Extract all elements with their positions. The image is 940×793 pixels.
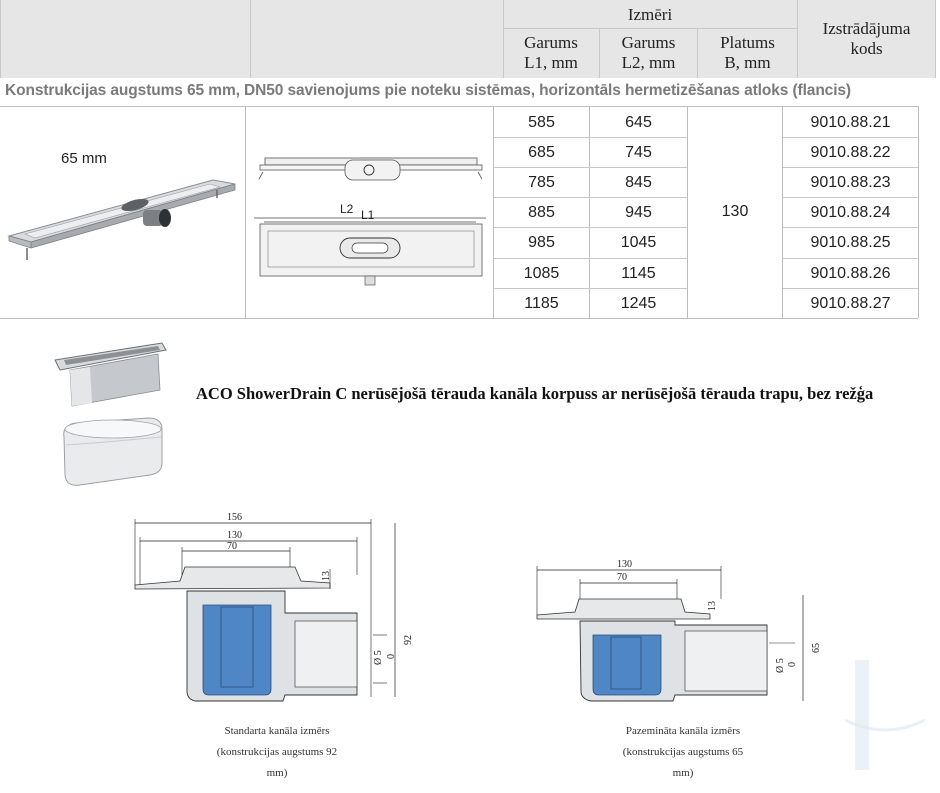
channel-drawing: L2 L1 <box>254 157 486 286</box>
cell-l2: 745 <box>625 144 652 162</box>
cell-l2: 1245 <box>620 294 657 312</box>
dim-13: 13 <box>707 601 718 611</box>
trap-title: ACO ShowerDrain C nerūsējošā tērauda kan… <box>196 384 874 403</box>
dim-70: 70 <box>227 541 237 552</box>
label-l1: L1 <box>361 208 375 222</box>
cell-l1: 785 <box>528 174 555 192</box>
cell-l1: 985 <box>528 234 555 252</box>
cell-code: 9010.88.23 <box>810 174 891 192</box>
cell-code: 9010.88.27 <box>810 294 891 312</box>
caption-standard: Standarta kanāla izmērs (konstrukcijas a… <box>216 725 338 779</box>
channel-drain-image <box>7 179 236 260</box>
dim-130: 130 <box>617 559 632 570</box>
cell-code: 9010.88.24 <box>810 204 891 222</box>
dim-zero: 0 <box>787 662 798 667</box>
cell-code: 9010.88.25 <box>810 234 891 252</box>
cell-l1: 685 <box>528 144 555 162</box>
cell-l2: 945 <box>625 204 652 222</box>
dim-92: 92 <box>403 635 414 645</box>
table-header <box>0 0 935 78</box>
cell-l1: 585 <box>528 114 555 132</box>
diagram-reduced: 130 70 13 Ø 5 0 65 <box>536 559 822 702</box>
section-title: Konstrukcijas augstums 65 mm, DN50 savie… <box>5 82 851 99</box>
dim-156: 156 <box>227 512 242 523</box>
diagram-standard: 156 130 70 13 Ø 5 0 92 <box>134 512 414 702</box>
cell-code: 9010.88.26 <box>810 264 891 282</box>
trap-top-image <box>54 342 167 407</box>
cell-l1: 1085 <box>523 264 560 282</box>
caption-reduced: Pazemināta kanāla izmērs (konstrukcijas … <box>622 725 744 779</box>
cell-l2: 1145 <box>621 264 656 282</box>
dim-70: 70 <box>617 572 627 583</box>
label-l2: L2 <box>340 202 354 216</box>
cell-code: 9010.88.22 <box>810 144 891 162</box>
trap-bottom-image <box>63 417 163 486</box>
cell-l2: 1045 <box>620 234 657 252</box>
dim-13: 13 <box>321 571 332 581</box>
dim-zero: 0 <box>386 654 397 659</box>
dim-130: 130 <box>227 530 242 541</box>
cell-l2: 645 <box>625 114 652 132</box>
cell-code: 9010.88.21 <box>810 114 891 132</box>
product-height-label: 65 mm <box>61 150 107 167</box>
header-izmeri: Izmēri <box>627 5 673 24</box>
dim-dia: Ø 5 <box>373 650 384 665</box>
cell-l2: 845 <box>625 174 652 192</box>
cell-l1: 1185 <box>524 294 559 312</box>
width-value: 130 <box>721 203 749 220</box>
dim-dia: Ø 5 <box>775 658 786 673</box>
watermark-logo <box>845 660 925 770</box>
dim-65: 65 <box>811 643 822 653</box>
cell-l1: 885 <box>528 204 555 222</box>
